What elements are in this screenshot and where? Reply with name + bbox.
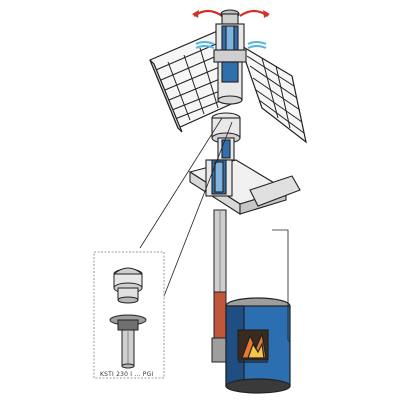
roof-tile-lines (155, 40, 305, 134)
ceiling-support (188, 159, 301, 216)
chimney-terminal (213, 9, 247, 105)
vertical-pipe (211, 209, 229, 363)
upper-pipe (211, 112, 241, 161)
stove (225, 297, 291, 394)
air-intake-arrow-icon (195, 41, 267, 49)
roof-eave-edge (149, 59, 183, 133)
roof-right-panel (238, 43, 307, 144)
inset-pipe-part (109, 314, 147, 369)
inset-cap-part (113, 267, 143, 304)
exhaust-arrow-icon (192, 9, 270, 18)
inset-box (93, 251, 165, 379)
part-label: KSTI 230 I ... PGI (100, 371, 154, 378)
